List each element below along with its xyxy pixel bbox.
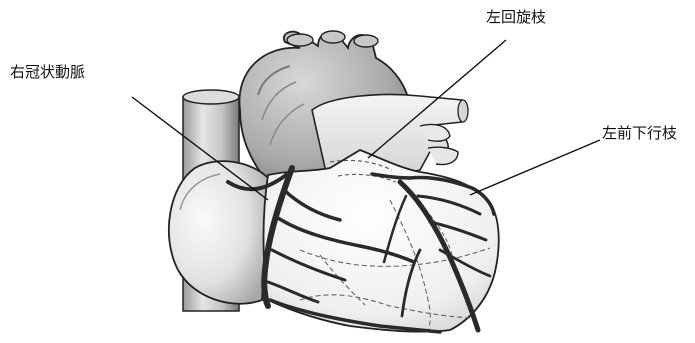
leader-line-lcx	[368, 40, 506, 158]
leader-line-rca	[132, 97, 268, 200]
leader-line-lad	[470, 140, 600, 195]
label-right-coronary-artery: 右冠状動脈	[10, 65, 85, 80]
label-left-anterior-descending: 左前下行枝	[602, 126, 677, 141]
label-left-circumflex-branch: 左回旋枝	[486, 10, 546, 25]
